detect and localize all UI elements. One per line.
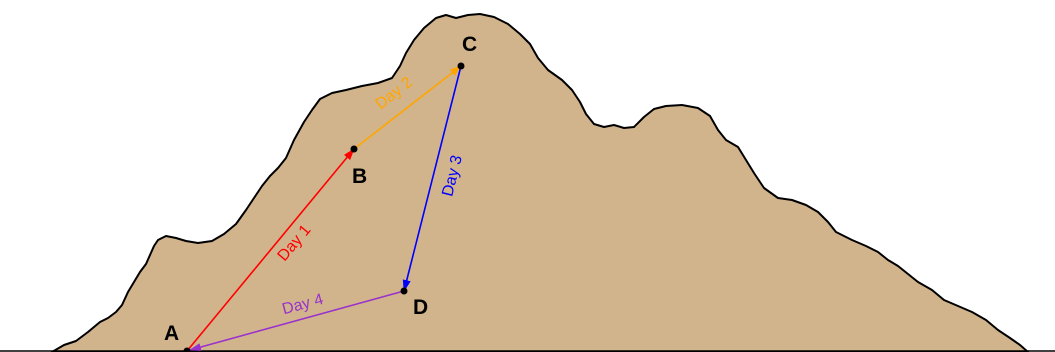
point-d-dot [401,288,408,295]
point-b-dot [351,146,358,153]
point-c-dot [458,63,465,70]
point-d-label: D [413,296,428,319]
point-b-label: B [352,165,367,188]
point-c-label: C [462,33,477,56]
point-a-label: A [164,322,179,345]
mountain-silhouette [52,14,1028,352]
